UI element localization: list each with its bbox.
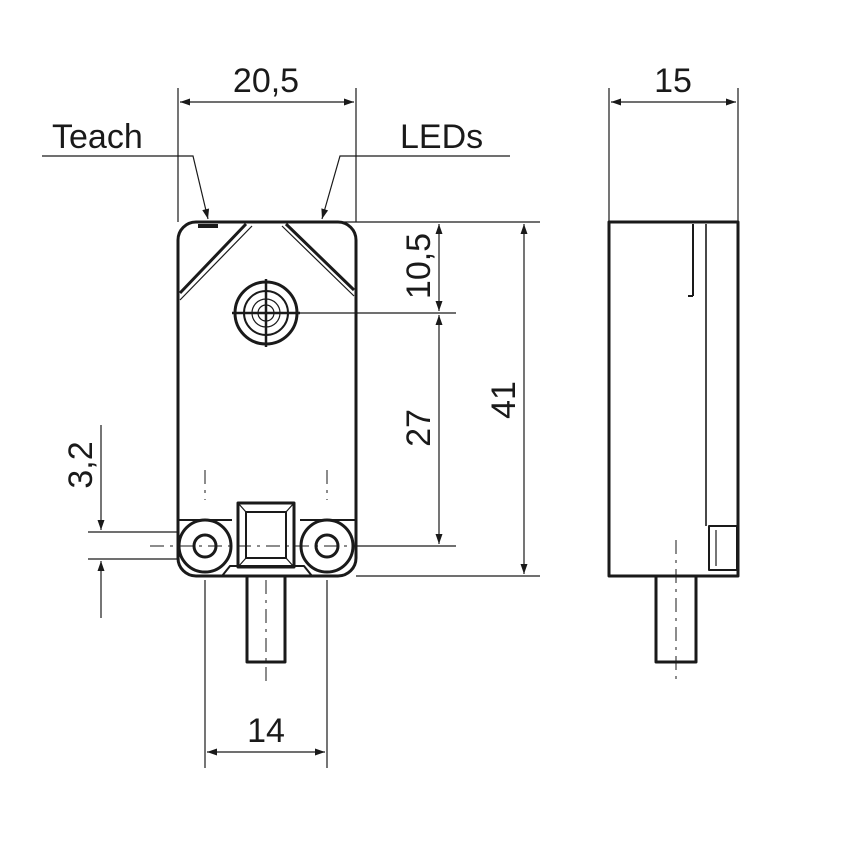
total-height-dimension-label: 41 <box>485 381 523 419</box>
center-to-holes-dimension-label: 27 <box>400 409 438 447</box>
teach-bevel <box>178 222 248 295</box>
side-housing <box>607 220 740 578</box>
teach-label: Teach <box>52 118 143 156</box>
teach-button-marker <box>198 224 218 228</box>
led-bevel <box>284 222 356 292</box>
leds-label: LEDs <box>400 118 483 156</box>
teach-to-center-dimension-label: 10,5 <box>400 233 438 299</box>
adjustment-knob <box>232 279 300 347</box>
side-view <box>607 220 740 684</box>
depth-dimension-label: 15 <box>654 62 692 100</box>
hole-offset-dimension-label: 3,2 <box>62 441 100 488</box>
front-cable <box>245 574 287 664</box>
dimension-lines <box>42 88 739 768</box>
width-dimension-label: 20,5 <box>233 62 299 100</box>
hole-spacing-dimension-label: 14 <box>247 712 285 750</box>
front-view <box>150 220 360 682</box>
